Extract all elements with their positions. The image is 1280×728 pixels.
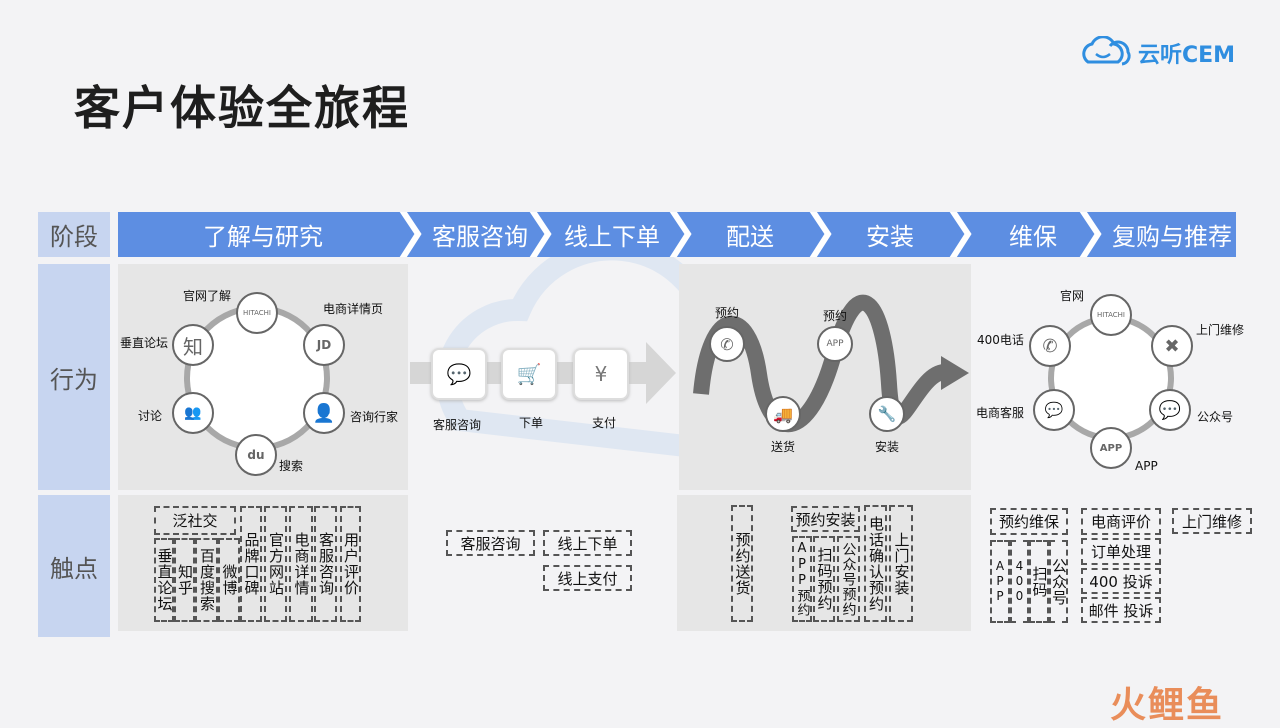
touchpoint: 垂直论坛 <box>154 538 174 622</box>
touchpoint-panel-delivery <box>677 495 971 631</box>
wechat-icon: 💬 <box>1149 389 1191 431</box>
touchpoint: 客服咨询 <box>446 530 535 556</box>
phone-icon: ✆ <box>1029 325 1071 367</box>
row-label-behavior: 行为 <box>38 264 110 490</box>
chat-icon: 💬 <box>431 348 487 400</box>
jd-icon: JD <box>303 324 345 366</box>
monitor-icon: HITACHI <box>236 292 278 334</box>
touchpoint: 扫码预约 <box>813 536 835 622</box>
behavior-label: 讨论 <box>138 409 163 423</box>
watermark-logo: 火鲤鱼 <box>1110 685 1225 726</box>
truck-icon: 🚚 <box>765 396 801 432</box>
behavior-label: 预约 <box>823 309 848 323</box>
touchpoint: 官方网站 <box>264 506 287 622</box>
behavior-label: 电商客服 <box>976 406 1025 420</box>
baidu-icon: du <box>235 434 277 476</box>
touchpoint: 上门安装 <box>889 505 913 622</box>
touchpoint: 上门维修 <box>1172 508 1252 534</box>
stage-bar <box>118 212 1236 257</box>
behavior-label: 安装 <box>875 440 900 454</box>
behavior-label: 电商详情页 <box>323 302 384 316</box>
delivery-wave <box>693 294 969 433</box>
behavior-label: 官网 <box>1060 289 1085 303</box>
brand-logo: 云听CEM <box>1080 36 1235 70</box>
cart-icon: 🛒 <box>501 348 557 400</box>
stage-delivery: 配送 <box>726 223 774 251</box>
touchpoint: 公众号 <box>1049 540 1068 623</box>
touchpoint-group: 预约安装 <box>791 506 860 532</box>
touchpoint: 预约送货 <box>731 505 753 622</box>
touchpoint: 电话确认预约 <box>864 505 887 622</box>
touchpoint: 线上下单 <box>543 530 632 556</box>
app-icon: APP <box>817 326 853 362</box>
touchpoint-group: 泛社交 <box>154 506 236 535</box>
touchpoint: 订单处理 <box>1081 538 1161 565</box>
stage-repurchase: 复购与推荐 <box>1112 223 1232 251</box>
page-title: 客户体验全旅程 <box>74 81 410 135</box>
touchpoint: APP <box>990 540 1010 623</box>
mail-icon: HITACHI <box>1090 294 1132 336</box>
behavior-label: 客服咨询 <box>433 418 482 432</box>
touchpoint: 400 <box>1010 540 1029 623</box>
app-icon: APP <box>1090 427 1132 469</box>
touchpoint-group: 预约维保 <box>990 508 1068 535</box>
behavior-label: 送货 <box>771 440 796 454</box>
yuan-coin-icon: ¥ <box>573 348 629 400</box>
stage-maintenance: 维保 <box>1009 223 1057 251</box>
cloud-chat-icon <box>1082 36 1131 66</box>
crowd-icon: 👥 <box>172 392 214 434</box>
stage-order: 线上下单 <box>564 223 660 251</box>
logo-text: 云听CEM <box>1138 43 1236 68</box>
behavior-label: 上门维修 <box>1196 323 1245 337</box>
advisor-icon: 👤 <box>303 392 345 434</box>
row-label-touchpoint: 触点 <box>38 495 110 637</box>
stage-research: 了解与研究 <box>203 223 323 251</box>
touchpoint: 400 投诉 <box>1081 568 1161 594</box>
touchpoint: 用户评价 <box>340 506 361 622</box>
touchpoint: 电商评价 <box>1081 508 1161 535</box>
touchpoint: 品牌口碑 <box>240 506 262 622</box>
row-label-stage: 阶段 <box>38 212 110 257</box>
zhihu-icon: 知 <box>172 324 214 366</box>
behavior-label: 官网了解 <box>183 289 232 303</box>
touchpoint: 线上支付 <box>543 565 632 591</box>
touchpoint: 电商详情 <box>289 506 313 622</box>
touchpoint: APP预约 <box>792 536 812 622</box>
behavior-label: 下单 <box>519 416 544 430</box>
touchpoint: 公众号预约 <box>837 536 860 622</box>
phone-icon: ✆ <box>709 326 745 362</box>
behavior-label: 预约 <box>715 306 740 320</box>
touchpoint: 客服咨询 <box>314 506 337 622</box>
touchpoint: 扫码 <box>1029 540 1049 623</box>
chat-icon: 💬 <box>1033 389 1075 431</box>
behavior-label: 搜索 <box>279 459 304 473</box>
touchpoint: 百度搜索 <box>195 538 218 622</box>
touchpoint: 微博 <box>218 538 240 622</box>
stage-install: 安装 <box>866 223 914 251</box>
behavior-label: 支付 <box>592 416 617 430</box>
behavior-label: 咨询行家 <box>350 410 399 424</box>
behavior-label: APP <box>1135 459 1158 473</box>
behavior-label: 400电话 <box>977 333 1024 347</box>
stage-consult: 客服咨询 <box>432 223 528 251</box>
behavior-label: 垂直论坛 <box>120 336 169 350</box>
tools-icon: ✖ <box>1151 325 1193 367</box>
install-icon: 🔧 <box>869 396 905 432</box>
behavior-label: 公众号 <box>1197 410 1234 424</box>
touchpoint: 知乎 <box>174 538 195 622</box>
touchpoint: 邮件 投诉 <box>1081 597 1161 623</box>
